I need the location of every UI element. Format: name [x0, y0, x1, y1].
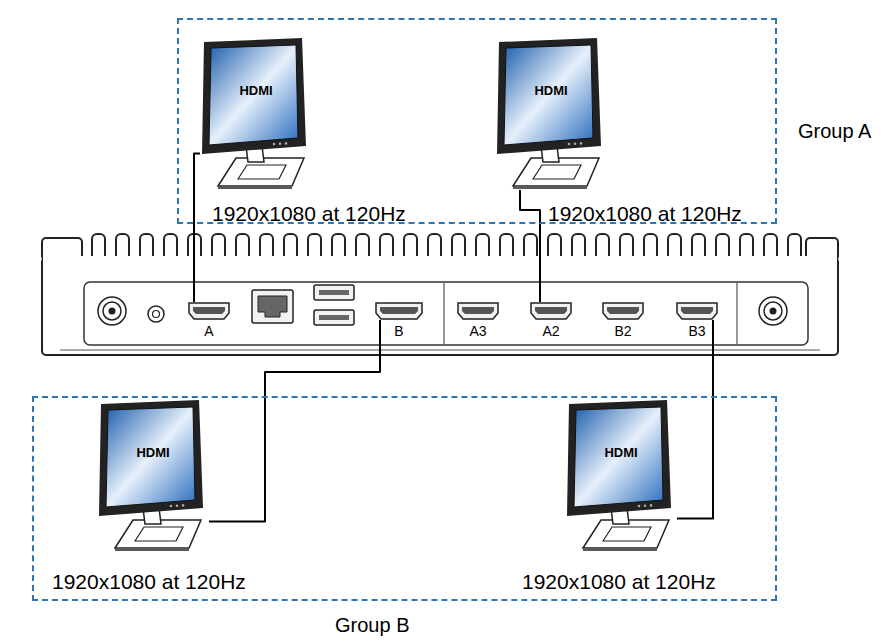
- monitor-button: [580, 142, 583, 145]
- hdmi-cable: [209, 320, 380, 522]
- monitor-frame: [99, 400, 203, 516]
- monitor-button: [176, 504, 179, 507]
- usb-port: [314, 285, 354, 300]
- port-label: B: [375, 323, 423, 339]
- monitor-button: [279, 142, 282, 145]
- stand-hole: [603, 527, 651, 541]
- monitor-button: [170, 505, 173, 508]
- hdmi-connector: [602, 302, 644, 320]
- hdmi-monitor: HDMI1920x1080 at 120Hz: [200, 38, 312, 190]
- port-label: A3: [457, 323, 499, 339]
- hdmi-cable: [520, 190, 540, 302]
- group-box: Group BHDMI1920x1080 at 120HzHDMI1920x10…: [32, 396, 777, 601]
- hdmi-connector: [530, 302, 572, 320]
- monitor-button: [644, 504, 647, 507]
- antenna-connector: [98, 297, 126, 325]
- front-panel: [84, 282, 808, 345]
- monitor-button: [650, 504, 653, 507]
- hdmi-slot: [535, 307, 567, 314]
- power-led: [148, 306, 164, 322]
- group-label: Group A: [798, 120, 871, 143]
- hdmi-connector: [676, 302, 718, 320]
- hdmi-port: B2: [602, 302, 644, 320]
- hdmi-monitor: HDMI1920x1080 at 120Hz: [565, 400, 677, 552]
- resolution-label: 1920x1080 at 120Hz: [522, 570, 716, 594]
- hdmi-slot: [462, 307, 494, 314]
- port-label: B2: [602, 323, 644, 339]
- panel-lip: [60, 350, 820, 351]
- panel-divider: [736, 283, 738, 344]
- hdmi-connector: [457, 302, 499, 320]
- panel-divider: [443, 283, 445, 344]
- hdmi-connector: [375, 302, 423, 320]
- resolution-label: 1920x1080 at 120Hz: [548, 202, 742, 226]
- hdmi-port: A3: [457, 302, 499, 320]
- monitor-frame: [497, 38, 601, 154]
- stand-hole: [135, 527, 183, 541]
- screen-label: HDMI: [505, 84, 597, 99]
- hdmi-shell: [376, 303, 422, 319]
- monitor-button: [182, 504, 185, 507]
- hdmi-shell: [677, 303, 717, 319]
- hdmi-shell: [531, 303, 571, 319]
- port-label: A: [188, 323, 230, 339]
- port-label: B3: [676, 323, 718, 339]
- antenna-connector: [759, 297, 787, 325]
- monitor-drawing: [200, 38, 312, 190]
- rj45-port: [252, 290, 293, 323]
- hdmi-cable: [677, 320, 713, 519]
- monitor-frame: [202, 38, 306, 154]
- hdmi-connector: [188, 302, 230, 320]
- screen-label: HDMI: [107, 446, 199, 461]
- resolution-label: 1920x1080 at 120Hz: [212, 202, 406, 226]
- hdmi-slot: [193, 307, 225, 314]
- port-label: A2: [530, 323, 572, 339]
- hdmi-cable: [194, 154, 200, 302]
- hdmi-port: A: [188, 302, 230, 320]
- monitor-drawing: [495, 38, 607, 190]
- stand-edge: [218, 187, 292, 189]
- monitor-button: [285, 142, 288, 145]
- monitor-drawing: [565, 400, 677, 552]
- hdmi-slot: [607, 307, 639, 314]
- monitor-drawing: [97, 400, 209, 552]
- stand-edge: [583, 549, 657, 551]
- monitor-button: [273, 143, 276, 146]
- hdmi-slot: [380, 307, 418, 314]
- resolution-label: 1920x1080 at 120Hz: [52, 570, 246, 594]
- usb-port: [314, 310, 354, 325]
- group-label: Group B: [335, 614, 409, 637]
- monitor-frame: [567, 400, 671, 516]
- group-box: Group AHDMI1920x1080 at 120HzHDMI1920x10…: [177, 18, 777, 224]
- screen-label: HDMI: [210, 84, 302, 99]
- stand-edge: [115, 549, 189, 551]
- hdmi-monitor: HDMI1920x1080 at 120Hz: [97, 400, 209, 552]
- chassis-body: [42, 258, 838, 355]
- hdmi-port: A2: [530, 302, 572, 320]
- stand-hole: [533, 165, 581, 179]
- hdmi-monitor: HDMI1920x1080 at 120Hz: [495, 38, 607, 190]
- monitor-button: [638, 505, 641, 508]
- monitor-button: [568, 143, 571, 146]
- hdmi-slot: [681, 307, 713, 314]
- hdmi-port: B3: [676, 302, 718, 320]
- chassis-body-cover: [43, 256, 837, 262]
- monitor-button: [574, 142, 577, 145]
- hdmi-shell: [458, 303, 498, 319]
- screen-label: HDMI: [575, 446, 667, 461]
- stand-hole: [238, 165, 286, 179]
- hdmi-shell: [603, 303, 643, 319]
- hdmi-shell: [189, 303, 229, 319]
- hdmi-port: B: [375, 302, 423, 320]
- stand-edge: [513, 187, 587, 189]
